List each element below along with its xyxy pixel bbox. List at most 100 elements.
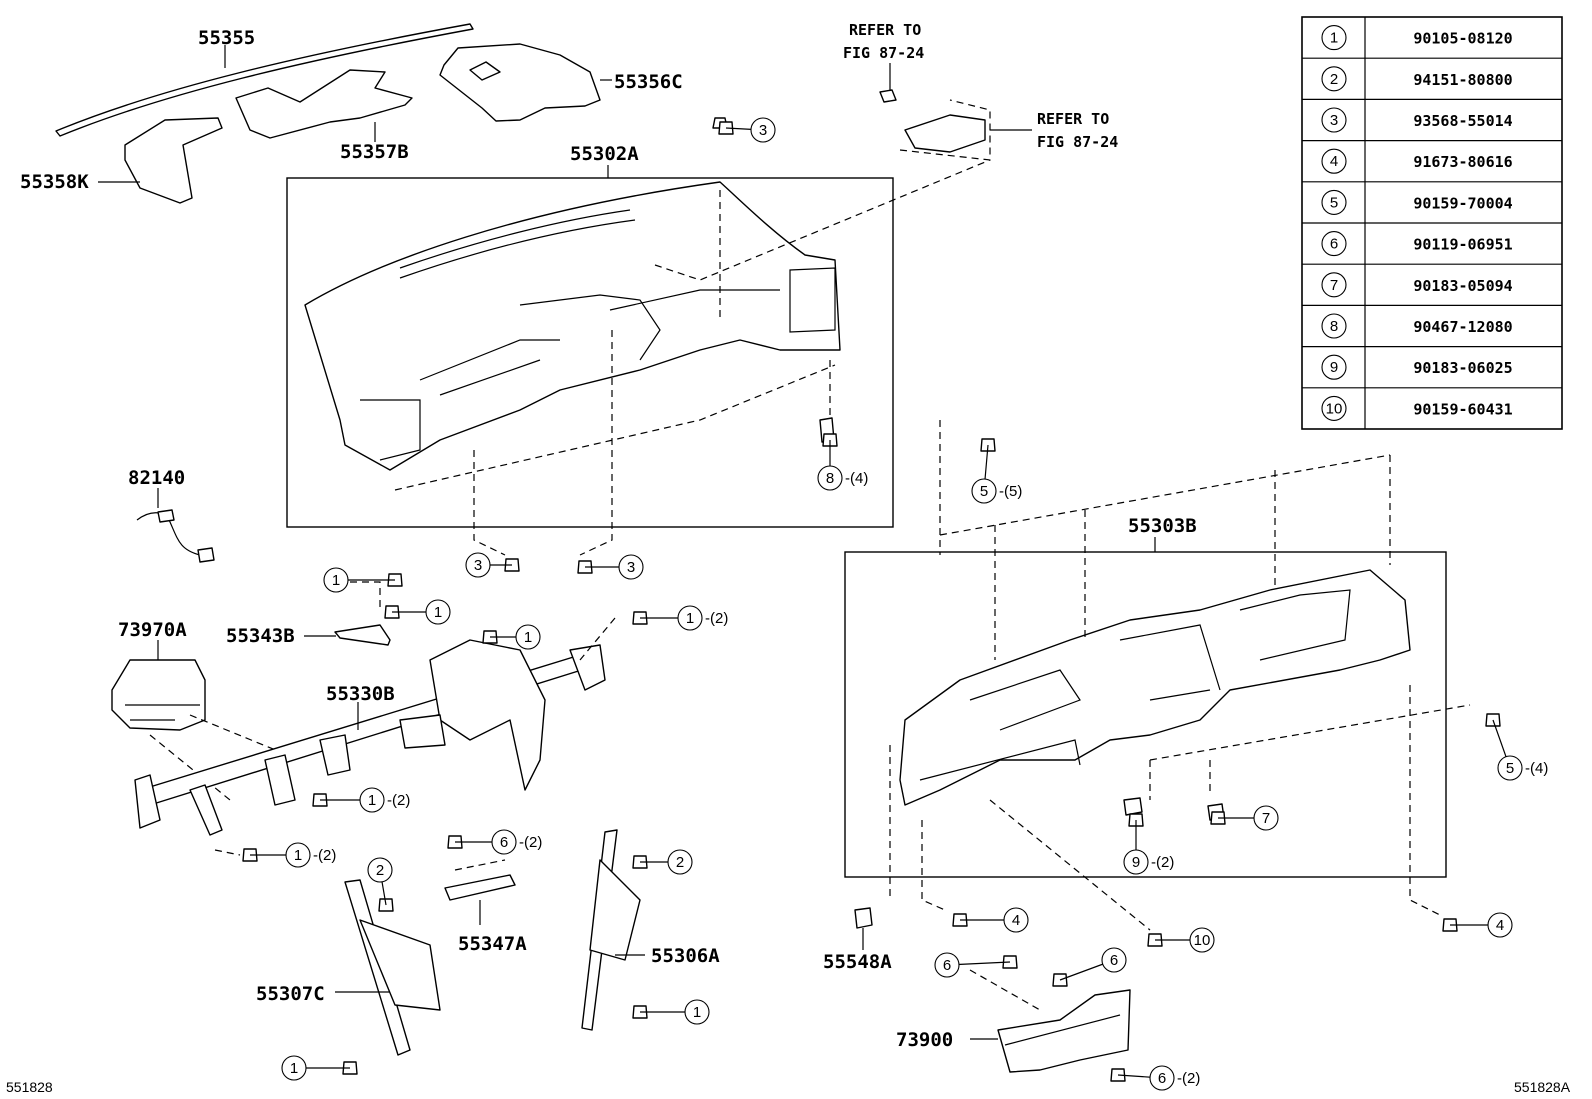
table-callout-number: 4 <box>1330 153 1338 170</box>
fastener-callout-number: 2 <box>676 854 684 871</box>
table-part-number: 90183-05094 <box>1413 277 1512 295</box>
fastener-callout-number: 1 <box>294 847 302 864</box>
fastener-callout-number: 10 <box>1194 932 1211 949</box>
refer-note-2-line1: REFER TO <box>1037 110 1109 128</box>
footer-code-right: 551828A <box>1514 1079 1571 1095</box>
fastener-callout-circle <box>491 829 517 855</box>
fastener-quantity: -(2) <box>387 792 410 809</box>
label-73900: 73900 <box>896 1029 953 1051</box>
refer-note-1-line2: FIG 87-24 <box>843 44 924 62</box>
fastener-callout-number: 2 <box>376 862 384 879</box>
fastener-callout-number: 9 <box>1132 854 1140 871</box>
fastener-callout-circle <box>750 117 776 143</box>
airbag-assembly-73970A <box>111 640 206 731</box>
nut-part-9 <box>1123 797 1143 816</box>
table-callout-circle <box>1321 148 1347 174</box>
refer-note-1-line1: REFER TO <box>849 21 921 39</box>
fastener-callout-circle <box>817 465 843 491</box>
table-callout-circle <box>1321 313 1347 339</box>
label-55302A: 55302A <box>570 143 639 165</box>
label-82140: 82140 <box>128 467 185 489</box>
insulator-pad-55357B <box>235 69 413 139</box>
table-part-number: 90159-70004 <box>1413 194 1512 212</box>
table-callout-number: 3 <box>1330 112 1338 129</box>
fastener-callout-circle <box>677 605 703 631</box>
table-part-number: 91673-80616 <box>1413 153 1512 171</box>
fastener-callout-circle <box>1123 849 1149 875</box>
reinforcement-beam-55330B <box>134 639 606 836</box>
fastener-callout-circle <box>465 552 491 578</box>
lower-instrument-panel-55303B <box>899 569 1411 806</box>
fastener-callout-number: 6 <box>1158 1070 1166 1087</box>
table-part-number: 90105-08120 <box>1413 30 1512 48</box>
fastener-callout-circle <box>934 952 960 978</box>
label-55357B: 55357B <box>340 141 409 163</box>
label-55548A: 55548A <box>823 951 892 973</box>
label-55306A: 55306A <box>651 945 720 967</box>
label-55303B: 55303B <box>1128 515 1197 537</box>
fastener-quantity: -(4) <box>1525 760 1548 777</box>
insulator-pad-55356C <box>439 43 601 122</box>
fastener-callout-number: 1 <box>368 792 376 809</box>
brace-55306A <box>581 829 645 1031</box>
fastener-callout-number: 1 <box>332 572 340 589</box>
brace-55307C <box>335 879 441 1056</box>
fastener-callout-number: 5 <box>1506 760 1514 777</box>
fastener-callout-number: 3 <box>474 557 482 574</box>
table-callout-circle <box>1321 231 1347 257</box>
fastener-callout-number: 1 <box>434 604 442 621</box>
table-callout-circle <box>1321 395 1347 421</box>
fastener-callout-number: 6 <box>500 834 508 851</box>
fastener-callout-circle <box>285 842 311 868</box>
fastener-callout-circle <box>1189 927 1215 953</box>
fastener-callout-number: 5 <box>980 483 988 500</box>
fastener-callout-number: 7 <box>1262 810 1270 827</box>
fastener-callout-circle <box>515 624 541 650</box>
table-part-number: 90183-06025 <box>1413 359 1512 377</box>
table-callout-number: 8 <box>1330 318 1338 335</box>
fastener-callout-circle <box>971 478 997 504</box>
lower-panel-frame-box <box>844 537 1447 878</box>
refer-note-2-line2: FIG 87-24 <box>1037 133 1118 151</box>
fastener-callout-number: 8 <box>826 470 834 487</box>
label-55347A: 55347A <box>458 933 527 955</box>
table-callout-number: 6 <box>1330 236 1338 253</box>
fastener-callout-number: 3 <box>627 559 635 576</box>
label-55356C: 55356C <box>614 71 683 93</box>
fastener-callout-circle <box>1497 755 1523 781</box>
fastener-quantity: -(5) <box>999 483 1022 500</box>
brace-55347A <box>444 859 516 925</box>
table-callout-number: 1 <box>1330 30 1338 47</box>
table-part-number: 90159-60431 <box>1413 400 1512 418</box>
fastener-callout-number: 4 <box>1012 912 1020 929</box>
footer-code-left: 551828 <box>6 1079 53 1095</box>
table-callout-circle <box>1321 66 1347 92</box>
table-callout-circle <box>1321 107 1347 133</box>
table-callout-number: 2 <box>1330 71 1338 88</box>
label-55358K: 55358K <box>20 171 89 193</box>
fastener-quantity: -(2) <box>1177 1070 1200 1087</box>
fastener-callout-number: 1 <box>686 610 694 627</box>
fastener-callout-circle <box>1003 907 1029 933</box>
fastener-quantity: -(2) <box>1151 854 1174 871</box>
bracket-refer-fig <box>879 89 986 153</box>
fastener-callout-circle <box>359 787 385 813</box>
fastener-callout-circle <box>667 849 693 875</box>
label-55343B: 55343B <box>226 625 295 647</box>
fastener-quantity: -(4) <box>845 470 868 487</box>
table-callout-circle <box>1321 354 1347 380</box>
bracket-55343B <box>334 624 391 646</box>
fastener-callout-circle <box>1487 912 1513 938</box>
table-callout-circle <box>1321 272 1347 298</box>
clip-55548A <box>854 907 873 950</box>
table-callout-circle <box>1321 189 1347 215</box>
fastener-callout-circle <box>618 554 644 580</box>
fastener-callout-number: 6 <box>1110 952 1118 969</box>
fastener-callout-circle <box>1149 1065 1175 1091</box>
fastener-callout-circle <box>367 857 393 883</box>
table-part-number: 94151-80800 <box>1413 71 1512 89</box>
upper-instrument-panel-55302A <box>304 181 841 471</box>
upper-panel-frame-box <box>286 165 894 528</box>
